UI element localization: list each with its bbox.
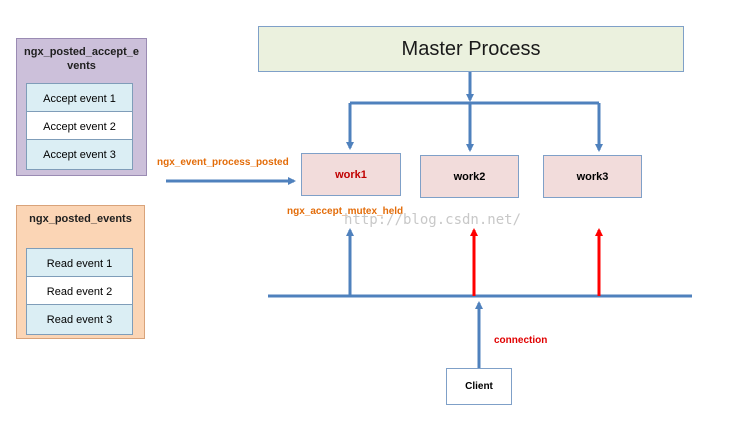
posted-accept-events-title: ngx_posted_accept_e vents <box>24 46 139 72</box>
posted-accept-events-panel: ngx_posted_accept_e vents Accept event 1… <box>16 38 147 176</box>
worker-label-2: work2 <box>453 170 486 183</box>
client-label: Client <box>465 381 493 392</box>
client-box: Client <box>446 368 512 405</box>
read-event-3: Read event 3 <box>26 304 133 335</box>
accept-event-2: Accept event 2 <box>26 111 133 142</box>
master-process-label: Master Process <box>401 37 541 60</box>
worker-box-2: work2 <box>420 155 519 198</box>
accept-event-1: Accept event 1 <box>26 83 133 114</box>
posted-events-title: ngx_posted_events <box>29 213 132 225</box>
master-process-box: Master Process <box>258 26 684 72</box>
watermark-text: http://blog.csdn.net/ <box>344 212 522 228</box>
mutex-held-label: ngx_accept_mutex_held <box>287 206 404 217</box>
posted-events-panel: ngx_posted_events Read event 1 Read even… <box>16 205 145 339</box>
read-event-1: Read event 1 <box>26 248 133 279</box>
process-posted-label: ngx_event_process_posted <box>157 157 289 168</box>
connection-label: connection <box>494 335 548 346</box>
worker-box-1: work1 <box>301 153 401 196</box>
worker-label-3: work3 <box>576 170 609 183</box>
worker-label-1: work1 <box>335 168 367 181</box>
read-event-2: Read event 2 <box>26 276 133 307</box>
worker-box-3: work3 <box>543 155 642 198</box>
accept-event-3: Accept event 3 <box>26 139 133 170</box>
